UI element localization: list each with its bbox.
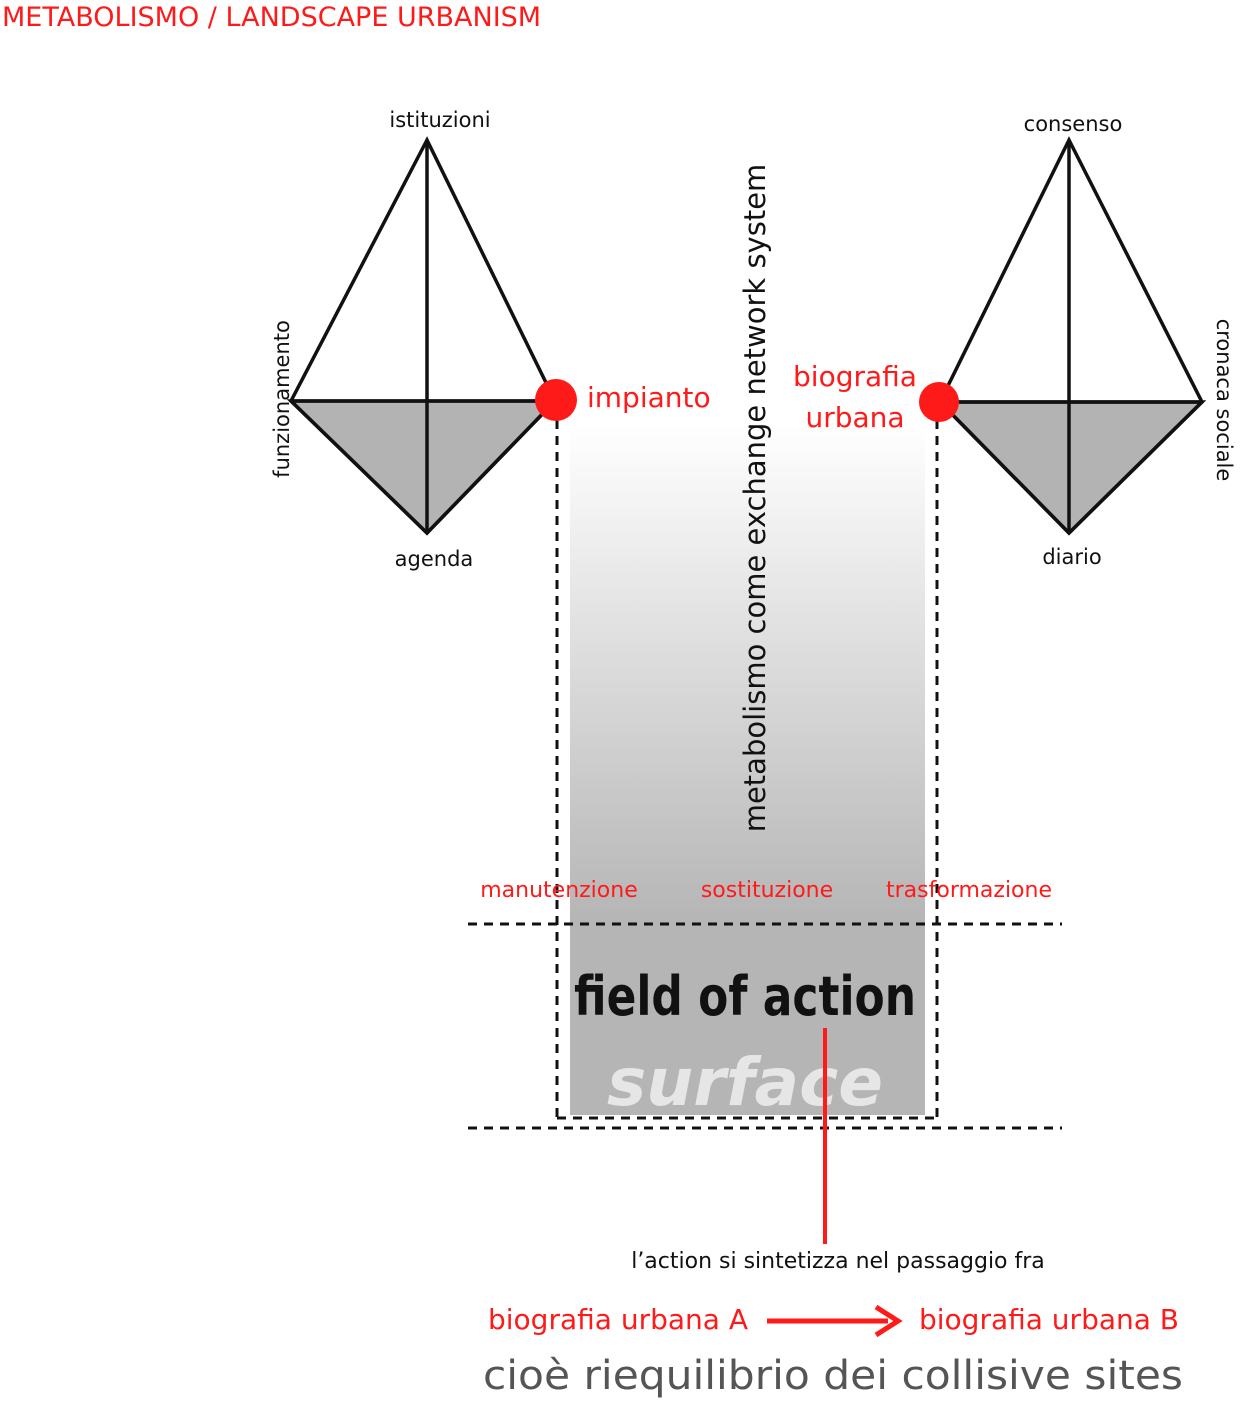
label-agenda: agenda xyxy=(395,547,474,571)
surface-block xyxy=(570,925,925,1115)
label-funzionamento: funzionamento xyxy=(270,320,294,478)
label-cronaca-sociale: cronaca sociale xyxy=(1212,319,1236,482)
left-diamond xyxy=(286,136,560,536)
label-consenso: consenso xyxy=(1024,112,1123,136)
label-metabolismo: metabolismo come exchange network system xyxy=(738,164,772,833)
label-istituzioni: istituzioni xyxy=(389,108,490,132)
biografia-node xyxy=(919,382,959,422)
label-sostituzione: sostituzione xyxy=(701,878,833,903)
arrow-icon xyxy=(767,1304,903,1338)
label-conclusion: cioè riequilibrio dei collisive sites xyxy=(483,1353,1183,1399)
dashed-guides xyxy=(468,420,1062,1130)
label-surface: surface xyxy=(607,1044,883,1121)
right-diamond xyxy=(935,136,1207,536)
label-biografia-b: biografia urbana B xyxy=(919,1303,1179,1336)
page-title: METABOLISMO / LANDSCAPE URBANISM xyxy=(2,2,542,33)
label-biografia: biografia xyxy=(793,360,917,393)
label-trasformazione: trasformazione xyxy=(886,878,1052,903)
label-manutenzione: manutenzione xyxy=(480,878,638,903)
label-diario: diario xyxy=(1042,545,1101,569)
network-band xyxy=(570,425,925,925)
label-impianto: impianto xyxy=(587,381,711,414)
label-urbana: urbana xyxy=(805,401,904,434)
footer-note: l’action si sintetizza nel passaggio fra xyxy=(631,1249,1045,1274)
label-biografia-a: biografia urbana A xyxy=(488,1303,748,1336)
label-field-of-action: field of action xyxy=(574,965,916,1028)
impianto-node xyxy=(535,379,577,421)
